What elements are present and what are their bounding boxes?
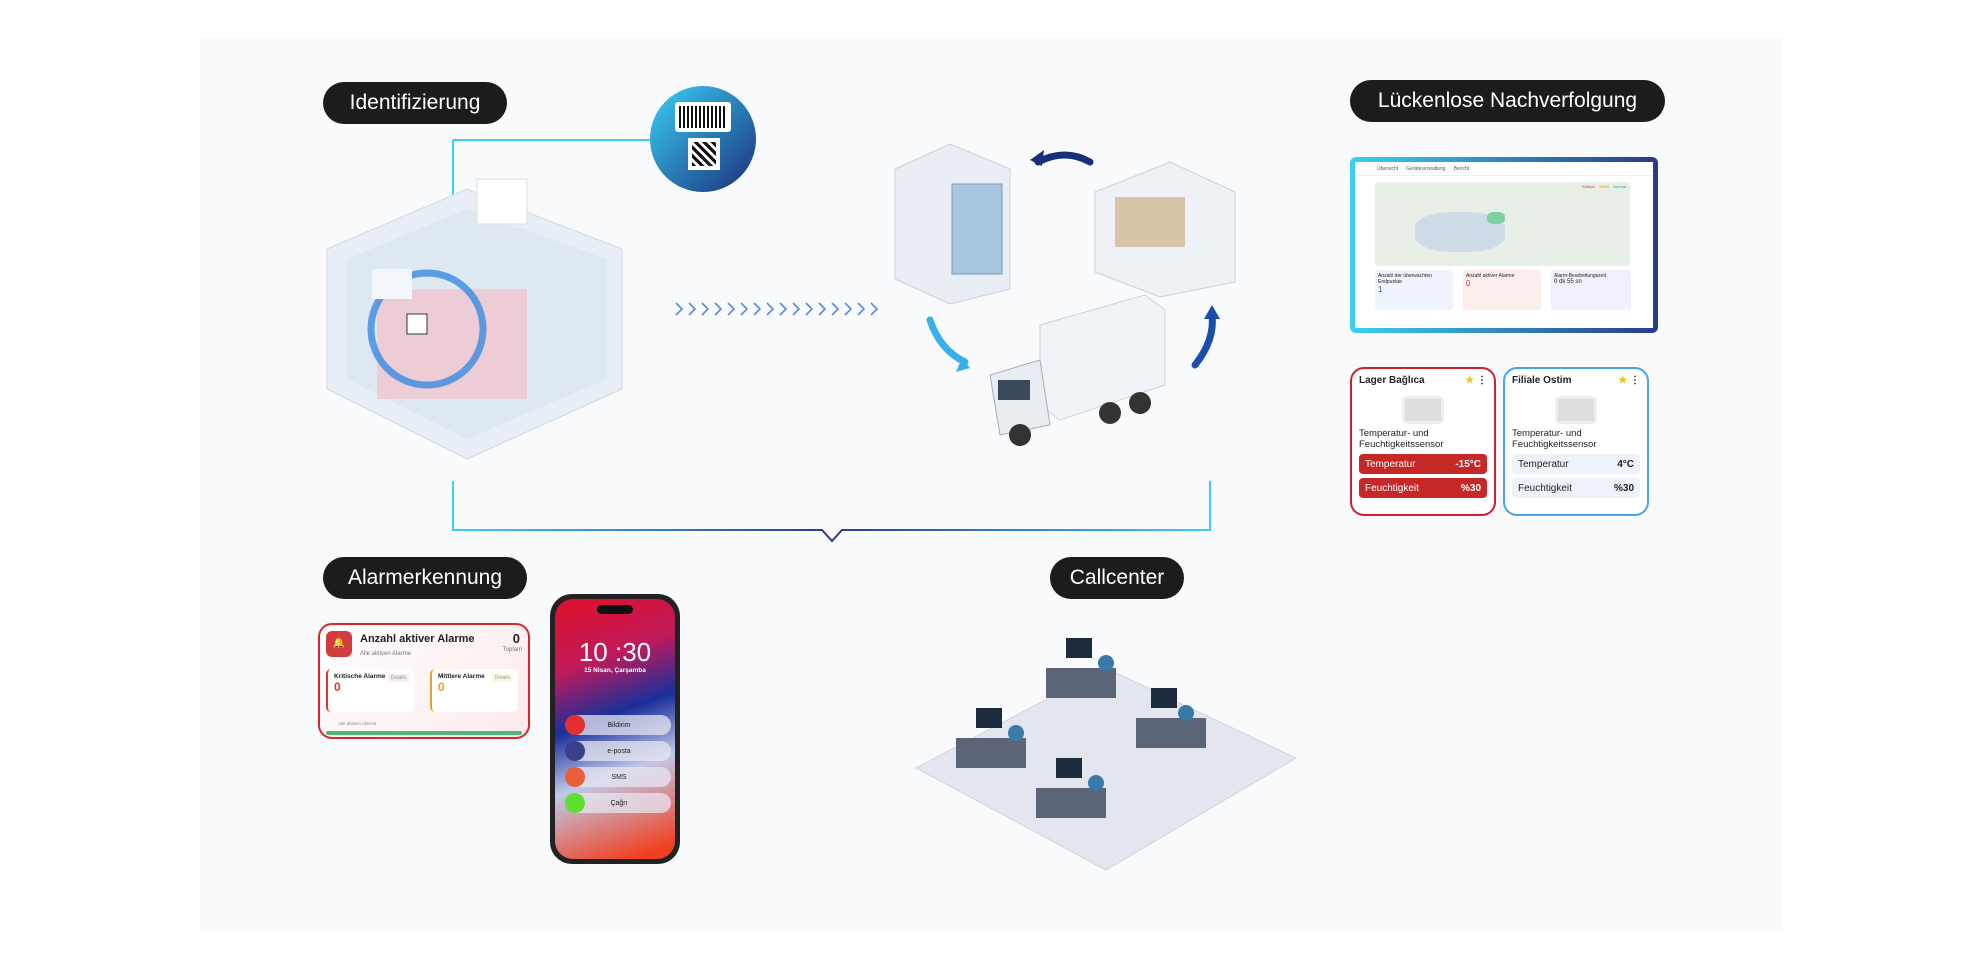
card-endpoints-value: 1 (1378, 285, 1383, 294)
barcode-icon (675, 102, 731, 132)
dynamic-island (597, 605, 633, 614)
card-time-value: 0 dk 55 sn (1554, 279, 1582, 285)
alarm-card-title: Anzahl aktiver Alarme (360, 633, 475, 645)
cold-room-illustration (1094, 161, 1236, 298)
label-identification: Identifizierung (323, 82, 507, 124)
lock-time: 10 :30 (578, 637, 652, 667)
call-button[interactable]: Çağrı (565, 793, 671, 813)
label-tracking: Lückenlose Nachverfolgung (1350, 80, 1665, 122)
star-icon[interactable]: ★ (1618, 375, 1628, 386)
barcode-qr-badge (650, 86, 756, 192)
card-alarms-title: Anzahl aktiver Alarme (1466, 273, 1515, 279)
label-alarm: Alarmerkennung (323, 557, 527, 599)
dashboard-nav-report[interactable]: Bericht (1453, 165, 1470, 172)
sensor-name: Lager Bağlıca (1359, 375, 1425, 386)
humidity-value: %30 (1460, 482, 1481, 494)
truck-illustration (989, 294, 1166, 446)
more-icon[interactable]: ⋮ (1477, 375, 1487, 386)
tracking-dashboard: Übersicht Geräteverwaltung Bericht Kriti… (1350, 157, 1658, 333)
active-alarms-card[interactable]: 🔔 Anzahl aktiver Alarme Alle aktiven Ala… (318, 623, 530, 739)
sensor-type: Temperatur- und Feuchtigkeitssensor (1359, 428, 1444, 450)
temperature-label: Temperatur (1365, 458, 1416, 470)
phone-call-icon (565, 793, 585, 813)
medium-alarms-label: Mittlere Alarme (438, 673, 485, 680)
medium-details-button[interactable]: Details (491, 674, 513, 682)
sensor-card[interactable]: Lager Bağlıca ★ ⋮ Temperatur- und Feuchti… (1350, 367, 1496, 516)
map[interactable]: Kritisch Mittel Normal (1375, 182, 1630, 266)
cold-box-illustration (326, 178, 623, 460)
card-alarms-value: 0 (1466, 279, 1471, 288)
bell-icon: 🔔 (326, 631, 352, 657)
sensor-name: Filiale Ostim (1512, 375, 1572, 386)
critical-alarms-value: 0 (334, 680, 341, 694)
email-button[interactable]: e-posta (565, 741, 671, 761)
callcenter-illustration (914, 638, 1298, 871)
legend-critical: Kritisch (1582, 184, 1596, 189)
legend-normal: Normal (1613, 184, 1626, 189)
alarm-footer: Alle aktiven Alarme (338, 721, 377, 726)
sms-icon (565, 767, 585, 787)
sensor-type: Temperatur- und Feuchtigkeitssensor (1512, 428, 1597, 450)
fridge-cabinet-illustration (894, 143, 1011, 305)
sensor-card[interactable]: Filiale Ostim ★ ⋮ Temperatur- und Feuchti… (1503, 367, 1649, 516)
email-icon (565, 741, 585, 761)
legend-medium: Mittel (1599, 184, 1610, 189)
card-endpoints-title: Anzahl der überwachten Endpunkte (1378, 273, 1432, 285)
temperature-label: Temperatur (1518, 458, 1569, 470)
critical-details-button[interactable]: Details (387, 674, 409, 682)
alarm-total: 0 (512, 631, 520, 646)
sensor-device-icon (1402, 396, 1444, 424)
temperature-value: 4°C (1617, 458, 1634, 470)
humidity-label: Feuchtigkeit (1518, 482, 1572, 494)
temperature-value: -15°C (1455, 458, 1481, 470)
alarm-card-subtitle: Alle aktiven Alarme (360, 651, 412, 657)
qr-code-icon (688, 138, 720, 170)
alarm-total-label: Toplam (502, 647, 522, 653)
phone: 10 :30 15 Nisan, Çarşamba Bildirim e-pos… (550, 594, 680, 864)
notification-bell-icon (565, 715, 585, 735)
notification-button[interactable]: Bildirim (565, 715, 671, 735)
star-icon[interactable]: ★ (1465, 375, 1475, 386)
more-icon[interactable]: ⋮ (1630, 375, 1640, 386)
sensor-device-icon (1555, 396, 1597, 424)
card-time-title: Alarm-Bearbeitungszeit (1554, 273, 1606, 279)
label-callcenter: Callcenter (1050, 557, 1184, 599)
lock-date: 15 Nisan, Çarşamba (584, 667, 646, 674)
humidity-label: Feuchtigkeit (1365, 482, 1419, 494)
sms-button[interactable]: SMS (565, 767, 671, 787)
dashboard-nav-overview[interactable]: Übersicht (1377, 165, 1399, 172)
medium-alarms-value: 0 (438, 680, 445, 694)
dashboard-nav-devices[interactable]: Geräteverwaltung (1406, 165, 1446, 172)
humidity-value: %30 (1613, 482, 1634, 494)
alarm-progress-bar (326, 731, 522, 735)
critical-alarms-label: Kritische Alarme (334, 673, 386, 680)
